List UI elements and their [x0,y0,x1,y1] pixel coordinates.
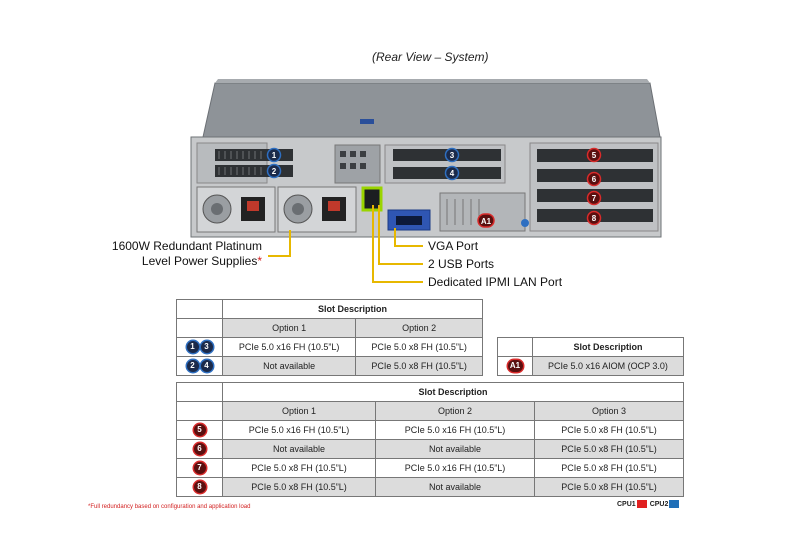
cpu-legend: CPU1 CPU2 [617,500,682,508]
slot-badge: 5 [193,424,206,436]
table3-cell: PCIe 5.0 x16 FH (10.5”L) [222,420,376,440]
svg-text:4: 4 [450,169,455,178]
svg-text:6: 6 [592,175,597,184]
table3-cell: PCIe 5.0 x8 FH (10.5”L) [534,458,684,478]
slot-badge-2 [266,163,282,179]
table3-cell: PCIe 5.0 x8 FH (10.5”L) [222,458,376,478]
slot-badge-5 [586,147,602,163]
psu-callout: 1600W Redundant Platinum Level Power Sup… [92,239,262,269]
table3-cell: Not available [375,477,535,497]
slot-badge: 3 [200,341,213,353]
slot-badge-4 [444,165,460,181]
table3-row-badge: 5 [176,420,223,440]
table3-cell: PCIe 5.0 x8 FH (10.5”L) [534,439,684,459]
table3-cell: Not available [222,439,376,459]
slot-badge: 7 [193,462,206,474]
table2-title: Slot Description [532,337,684,357]
svg-text:7: 7 [592,194,597,203]
table3-col-header: Option 1 [222,401,376,421]
svg-text:3: 3 [450,151,455,160]
table1-col-header: Option 2 [355,318,483,338]
cpu2-label: CPU2 [649,500,669,508]
table2-cell: PCIe 5.0 x16 AIOM (OCP 3.0) [532,356,684,376]
slot-badge: 1 [186,341,199,353]
psu-callout-line2: Level Power Supplies [141,254,258,268]
table3-row-badge: 6 [176,439,223,459]
table2-row-badges: A1 [497,356,533,376]
table3-col-header: Option 2 [375,401,535,421]
table3-cell: PCIe 5.0 x16 FH (10.5”L) [375,458,535,478]
svg-text:8: 8 [592,214,597,223]
table1-title: Slot Description [222,299,483,319]
table1-cell: Not available [221,356,357,376]
table1-cell: PCIe 5.0 x8 FH (10.5”L) [355,356,483,376]
slot-badge: 6 [193,443,206,455]
cpu2-swatch [669,500,680,508]
table3-cell: PCIe 5.0 x8 FH (10.5”L) [222,477,376,497]
svg-text:2: 2 [272,167,277,176]
slot-badge: 8 [193,481,206,493]
slot-badge: A1 [507,360,523,372]
table1-cell: PCIe 5.0 x8 FH (10.5”L) [355,337,483,357]
slot-badge-1 [266,147,282,163]
cpu1-swatch [636,500,647,508]
slot-badge-6 [586,171,602,187]
table3-row-badge: 8 [176,477,223,497]
table1-col-header: Option 1 [221,318,357,338]
table3-cell: Not available [375,439,535,459]
svg-text:5: 5 [592,151,597,160]
table3-cell: PCIe 5.0 x8 FH (10.5”L) [534,477,684,497]
slot-badge-a1 [477,213,495,228]
usb-ports-callout: 2 USB Ports [428,257,495,271]
table3-cell: PCIe 5.0 x16 FH (10.5”L) [375,420,535,440]
slot-badge: 2 [186,360,199,372]
svg-text:1: 1 [272,151,277,160]
slot-badge-8 [586,210,602,226]
table1-cell: PCIe 5.0 x16 FH (10.5”L) [221,337,357,357]
cpu1-label: CPU1 [617,500,636,508]
slot-badge: 4 [200,360,213,372]
table3-row-badge: 7 [176,458,223,478]
table3-title: Slot Description [222,382,684,402]
vga-port-callout: VGA Port [428,239,479,253]
svg-text:A1: A1 [481,217,492,226]
table3-cell: PCIe 5.0 x8 FH (10.5”L) [534,420,684,440]
psu-asterisk: * [257,254,262,268]
footnote: *Full redundancy based on configuration … [88,504,251,510]
ipmi-lan-callout: Dedicated IPMI LAN Port [428,275,563,289]
slot-badge-3 [444,147,460,163]
slot-table-3: Slot Description Option 1 Option 2 Optio… [176,382,684,497]
slot-table-2: Slot Description A1 PCIe 5.0 x16 AIOM (O… [497,337,684,376]
view-caption: (Rear View – System) [372,50,489,64]
psu-callout-line1: 1600W Redundant Platinum [111,239,262,253]
slot-badge-7 [586,190,602,206]
table3-col-header: Option 3 [534,401,684,421]
server-rear-view-image: 1 2 3 4 5 6 7 8 A1 [190,79,662,238]
